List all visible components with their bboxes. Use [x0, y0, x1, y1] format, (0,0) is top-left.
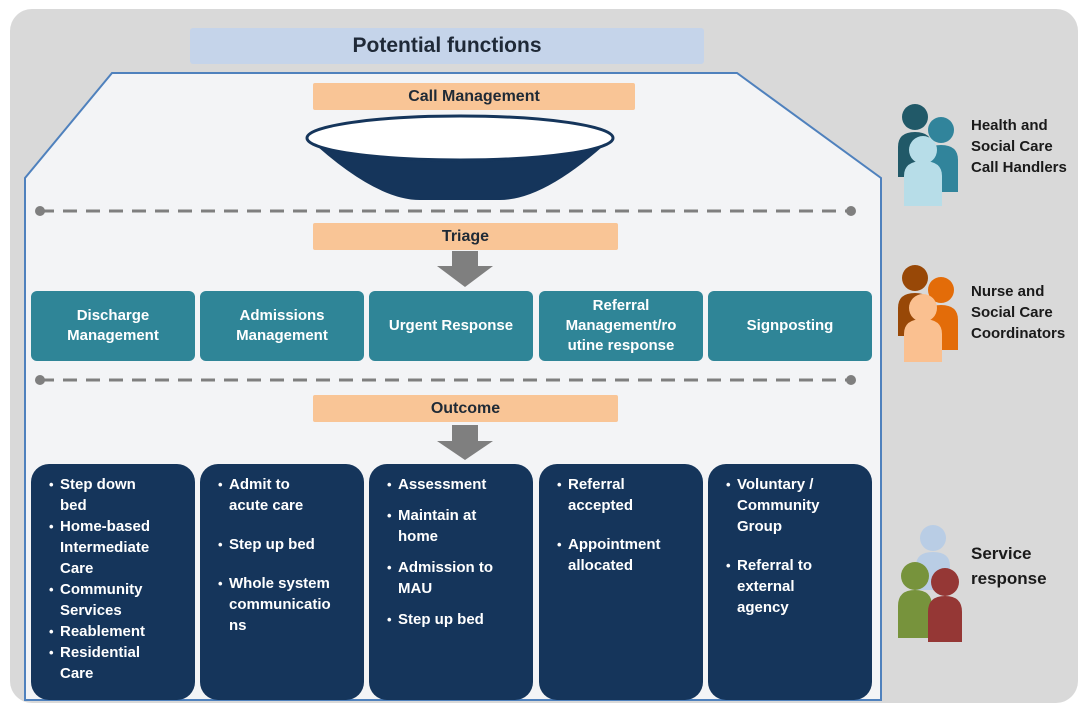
outcome-item: Home-based Intermediate Care [49, 516, 187, 579]
outcome-item: Step up bed [387, 609, 525, 630]
outcome-label: Outcome [313, 395, 618, 422]
function-admissions-management: Admissions Management [200, 291, 364, 361]
outcome-list: Referral accepted Appointment allocated [557, 474, 695, 576]
people-group-teal-icon [898, 104, 958, 206]
page-title: Potential functions [190, 28, 704, 64]
separator-endpoint [35, 375, 45, 385]
function-label: Referral Management/ro utine response [565, 297, 677, 354]
outcome-list: Admit to acute care Step up bed Whole sy… [218, 474, 356, 636]
people-group-orange-icon [898, 265, 958, 362]
triage-label: Triage [313, 223, 618, 250]
function-urgent-response: Urgent Response [369, 291, 533, 361]
outcome-item: Residential Care [49, 642, 187, 684]
function-label: Admissions Management [236, 307, 328, 344]
separator-endpoint [846, 206, 856, 216]
outcome-box-referral: Referral accepted Appointment allocated [539, 464, 703, 700]
separator-endpoint [846, 375, 856, 385]
outcome-box-admissions: Admit to acute care Step up bed Whole sy… [200, 464, 364, 700]
outcome-item: Admit to acute care [218, 474, 356, 516]
outcome-item: Voluntary / Community Group [726, 474, 864, 537]
outcome-arrow-icon [437, 425, 493, 460]
outcome-item: Step down bed [49, 474, 187, 516]
function-signposting: Signposting [708, 291, 872, 361]
outcome-box-urgent: Assessment Maintain at home Admission to… [369, 464, 533, 700]
role-label-coordinators: Nurse and Social Care Coordinators [971, 283, 1066, 342]
outcome-item: Maintain at home [387, 505, 525, 547]
funnel-icon [305, 114, 615, 200]
function-label: Urgent Response [388, 317, 514, 334]
people-group-mixed-icon [898, 525, 962, 642]
outcome-item: Assessment [387, 474, 525, 495]
function-referral-management: Referral Management/ro utine response [539, 291, 703, 361]
outcome-item: Appointment allocated [557, 534, 695, 576]
call-management-label: Call Management [313, 83, 635, 110]
outcome-list: Assessment Maintain at home Admission to… [387, 474, 525, 630]
triage-arrow-icon [437, 251, 493, 287]
role-label-service-response: Service response [971, 544, 1047, 588]
outcome-item: Reablement [49, 621, 187, 642]
outcome-item: Step up bed [218, 534, 356, 555]
function-label: Signposting [746, 317, 834, 334]
function-discharge-management: Discharge Management [31, 291, 195, 361]
outcome-list: Voluntary / Community Group Referral to … [726, 474, 864, 618]
outcome-item: Community Services [49, 579, 187, 621]
function-label: Discharge Management [67, 307, 159, 344]
outcome-box-discharge: Step down bed Home-based Intermediate Ca… [31, 464, 195, 700]
outcome-item: Admission to MAU [387, 557, 525, 599]
outcome-item: Referral to external agency [726, 555, 864, 618]
separator-endpoint [35, 206, 45, 216]
outcome-list: Step down bed Home-based Intermediate Ca… [49, 474, 187, 684]
outcome-item: Referral accepted [557, 474, 695, 516]
outcome-item: Whole system communicatio ns [218, 573, 356, 636]
outcome-box-signposting: Voluntary / Community Group Referral to … [708, 464, 872, 700]
role-label-call-handlers: Health and Social Care Call Handlers [971, 117, 1067, 176]
